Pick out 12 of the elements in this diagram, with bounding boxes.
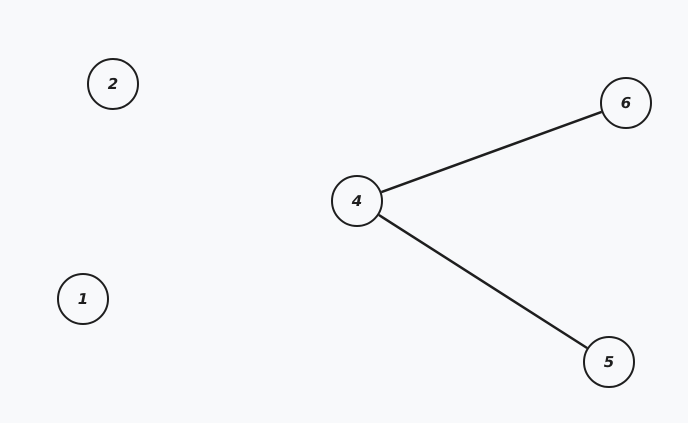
node-label: 1 bbox=[78, 290, 88, 308]
connector-line bbox=[378, 214, 588, 350]
node-circle bbox=[600, 77, 652, 129]
connector-line bbox=[381, 110, 602, 194]
node-circle bbox=[57, 273, 109, 325]
node-label: 4 bbox=[352, 192, 362, 210]
node-circle bbox=[583, 336, 635, 388]
node-label: 2 bbox=[108, 75, 118, 93]
node-circle bbox=[87, 58, 139, 110]
node-label: 6 bbox=[620, 94, 632, 112]
node-circle bbox=[331, 175, 383, 227]
node-label: 5 bbox=[604, 353, 614, 371]
